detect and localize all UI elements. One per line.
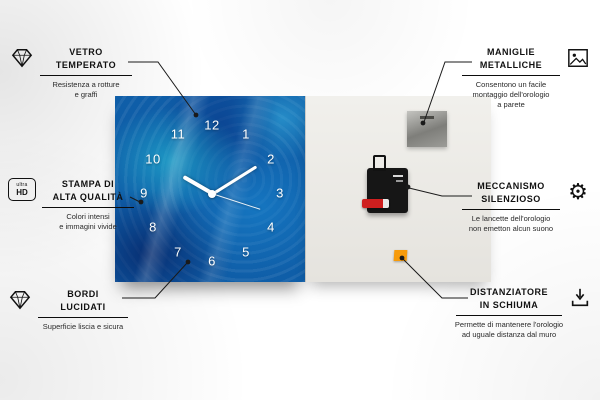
mechanism-hook [373, 155, 386, 171]
callout-title: BORDI LUCIDATI [60, 288, 105, 314]
callout-description: Le lancette dell'orologio non emetton al… [469, 214, 553, 234]
desc-line: non emetton alcun suono [468, 224, 554, 234]
ultra-hd-icon: ultra HD [8, 178, 36, 201]
title-line: MANIGLIE [486, 47, 535, 57]
callout-description: Colori intensi e immagini vivide [59, 212, 117, 232]
callout-description: Consentono un facile montaggio dell'orol… [473, 80, 550, 110]
desc-line: e immagini vivide [59, 222, 117, 232]
title-line: MECCANISMO [477, 181, 545, 191]
divider [42, 207, 134, 209]
callout-bordi-lucidati: BORDI LUCIDATI Superficie liscia e sicur… [8, 288, 128, 332]
title-line: DISTANZIATORE [470, 287, 548, 297]
title-line: VETRO [69, 47, 103, 57]
diamond-icon [8, 288, 32, 312]
minute-hand [211, 165, 258, 196]
clock-number: 1 [242, 126, 250, 142]
title-line: SILENZIOSO [481, 194, 541, 205]
picture-icon [566, 46, 590, 70]
diamond-icon [10, 46, 34, 70]
desc-line: Colori intensi [66, 212, 110, 222]
divider [462, 209, 560, 211]
callout-stampa-alta-qualita: ultra HD STAMPA DI ALTA QUALITÀ Colori i… [8, 178, 134, 232]
clock-front-view: 12 1 2 3 4 5 6 7 8 9 10 11 [115, 96, 305, 282]
metal-hanger-plate [407, 111, 447, 147]
gear-glyph: ⚙ [568, 179, 588, 204]
hanger-slot [420, 116, 434, 119]
callout-title: VETRO TEMPERATO [56, 46, 116, 72]
ultra-hd-icon-text: ultra [16, 181, 28, 188]
clock-number: 9 [140, 185, 148, 201]
title-line: STAMPA DI [61, 179, 115, 189]
clock-number: 6 [208, 253, 216, 269]
clock-number: 11 [170, 126, 186, 142]
title-line: METALLICHE [479, 60, 543, 71]
clock-number: 12 [204, 117, 220, 133]
title-line: IN SCHIUMA [479, 300, 539, 311]
desc-line: Superficie liscia e sicura [42, 322, 124, 332]
foam-spacer [393, 250, 408, 261]
gear-icon: ⚙ [566, 180, 590, 204]
clock-number: 3 [276, 185, 284, 201]
callout-title: DISTANZIATORE IN SCHIUMA [470, 286, 548, 312]
clock-number: 2 [267, 151, 275, 167]
foam-spacer-icon [568, 286, 592, 310]
mechanism-label-mark [396, 180, 403, 182]
desc-line: Le lancette dell'orologio [471, 214, 551, 224]
callout-description: Superficie liscia e sicura [43, 322, 123, 332]
desc-line: a parete [497, 100, 525, 110]
divider [38, 317, 128, 319]
callout-title: MECCANISMO SILENZIOSO [477, 180, 545, 206]
clock-number: 10 [145, 151, 161, 167]
desc-line: Resistenza a rotture [52, 80, 120, 90]
second-hand [211, 193, 260, 211]
clock-number: 5 [242, 244, 250, 260]
divider [456, 315, 562, 317]
callout-meccanismo-silenzioso: MECCANISMO SILENZIOSO Le lancette dell'o… [462, 180, 590, 234]
clock-mechanism [362, 155, 408, 213]
clock-number: 8 [149, 219, 157, 235]
callout-description: Resistenza a rotture e graffi [52, 80, 119, 100]
desc-line: e graffi [74, 90, 98, 100]
desc-line: ad uguale distanza dal muro [461, 330, 557, 340]
callout-title: STAMPA DI ALTA QUALITÀ [53, 178, 124, 204]
divider [462, 75, 560, 77]
title-line: LUCIDATI [60, 302, 106, 313]
desc-line: montaggio dell'orologio [472, 90, 550, 100]
desc-line: Consentono un facile [475, 80, 547, 90]
callout-maniglie-metalliche: MANIGLIE METALLICHE Consentono un facile… [462, 46, 590, 110]
title-line: TEMPERATO [55, 60, 117, 71]
mechanism-label-mark [393, 175, 403, 177]
title-line: BORDI [67, 289, 99, 299]
callout-vetro-temperato: VETRO TEMPERATO Resistenza a rotture e g… [10, 46, 132, 100]
ultra-hd-icon-text: HD [16, 187, 28, 197]
callout-distanziatore-schiuma: DISTANZIATORE IN SCHIUMA Permette di man… [455, 286, 592, 340]
clock-number: 4 [267, 219, 275, 235]
clock-center-cap [208, 190, 216, 198]
divider [40, 75, 132, 77]
desc-line: Permette di mantenere l'orologio [454, 320, 564, 330]
title-line: ALTA QUALITÀ [52, 192, 124, 203]
battery [362, 199, 389, 208]
callout-description: Permette di mantenere l'orologio ad ugua… [455, 320, 563, 340]
callout-title: MANIGLIE METALLICHE [480, 46, 542, 72]
clock-number: 7 [174, 244, 182, 260]
